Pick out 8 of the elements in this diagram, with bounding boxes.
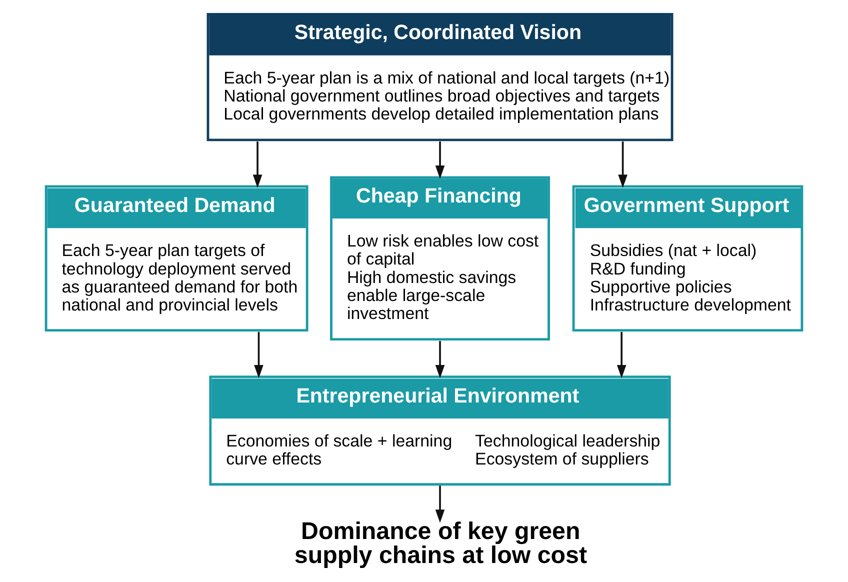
arrow [616, 332, 626, 378]
arrow [254, 332, 264, 378]
node-text: Dominance of key green supply chains at low cost [294, 518, 588, 569]
arrow [435, 340, 445, 378]
arrow [435, 486, 445, 523]
arrow [618, 142, 628, 188]
arrow [435, 142, 445, 179]
arrow [252, 142, 262, 188]
